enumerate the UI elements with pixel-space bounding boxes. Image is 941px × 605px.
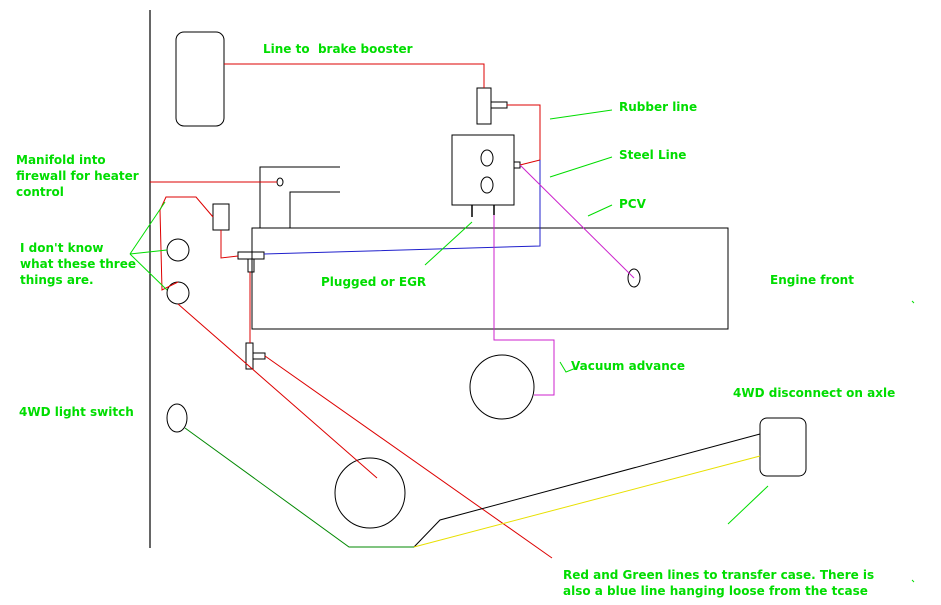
transfer-case-actuator: [334, 457, 406, 529]
brake-booster-line: [224, 63, 485, 88]
disconnect-black-line: [413, 433, 761, 548]
unknown-circle-upper: [166, 238, 190, 262]
stray-mark-1: [911, 300, 915, 304]
booster-check-valve: [476, 87, 492, 125]
carburetor-port-lower: [480, 176, 494, 194]
pcv-line: [519, 164, 635, 279]
label-plugged-egr: Plugged or EGR: [321, 275, 426, 289]
label-steel-line: Steel Line: [619, 148, 686, 162]
tee-fitting-lower: [245, 342, 254, 370]
label-engine-front: Engine front: [770, 273, 854, 287]
label-pcv: PCV: [619, 197, 647, 211]
component-to-tee-line: [220, 230, 239, 259]
tee-fitting-lower-nipple: [252, 352, 266, 360]
label-rubber-line: Rubber line: [619, 100, 697, 114]
pointer-vacuum-advance: [559, 361, 577, 373]
tee-fitting-upper-stem: [247, 258, 255, 273]
intake-outline-lower: [289, 191, 340, 228]
pointer-rubber-line: [549, 109, 613, 120]
disconnect-yellow-line: [413, 455, 761, 548]
rubber-line: [507, 104, 541, 166]
light-switch-line: [184, 427, 414, 548]
carburetor-port-upper: [480, 149, 494, 167]
tee-fitting-upper: [237, 251, 265, 260]
pointer-unknown-2: [129, 249, 168, 255]
pcv-valve: [627, 268, 641, 288]
heater-control-port: [276, 177, 284, 187]
vacuum-advance-line: [493, 215, 555, 396]
firewall-component: [212, 203, 230, 231]
booster-check-valve-nipple: [490, 101, 508, 109]
engine-block: [251, 227, 729, 330]
carburetor-side-nipple: [513, 161, 521, 169]
label-transfer-1: Red and Green lines to transfer case. Th…: [563, 568, 874, 582]
pointer-disconnect: [727, 485, 769, 525]
pointer-unknown-3: [129, 253, 168, 291]
label-unknown-1: I don't know: [20, 241, 103, 255]
brake-booster: [175, 31, 225, 127]
axle-disconnect: [759, 417, 807, 477]
pointer-steel-line: [549, 156, 613, 178]
label-unknown-3: things are.: [20, 273, 94, 287]
firewall-loop-line: [159, 196, 214, 291]
label-brake-booster: Line to brake booster: [263, 42, 413, 56]
label-manifold-2: firewall for heater: [16, 169, 139, 183]
stray-mark-2: [911, 579, 915, 583]
label-fourwd-disconnect: 4WD disconnect on axle: [733, 386, 895, 400]
pointer-unknown-1: [129, 201, 166, 255]
carburetor: [451, 134, 515, 206]
tee-to-actuator-line: [264, 355, 553, 559]
pointer-egr: [424, 221, 473, 266]
label-transfer-2: also a blue line hanging loose from the …: [563, 584, 868, 598]
label-vacuum-advance: Vacuum advance: [571, 359, 685, 373]
label-fourwd-switch: 4WD light switch: [19, 405, 134, 419]
label-unknown-2: what these three: [20, 257, 136, 271]
label-manifold-3: control: [16, 185, 64, 199]
fourwd-light-switch: [166, 403, 188, 433]
vacuum-advance-unit: [469, 354, 535, 420]
steel-line: [263, 160, 541, 255]
pointer-pcv: [587, 204, 613, 217]
unknown-to-actuator-line: [177, 303, 378, 479]
intake-outline: [259, 166, 340, 228]
label-manifold-1: Manifold into: [16, 153, 106, 167]
